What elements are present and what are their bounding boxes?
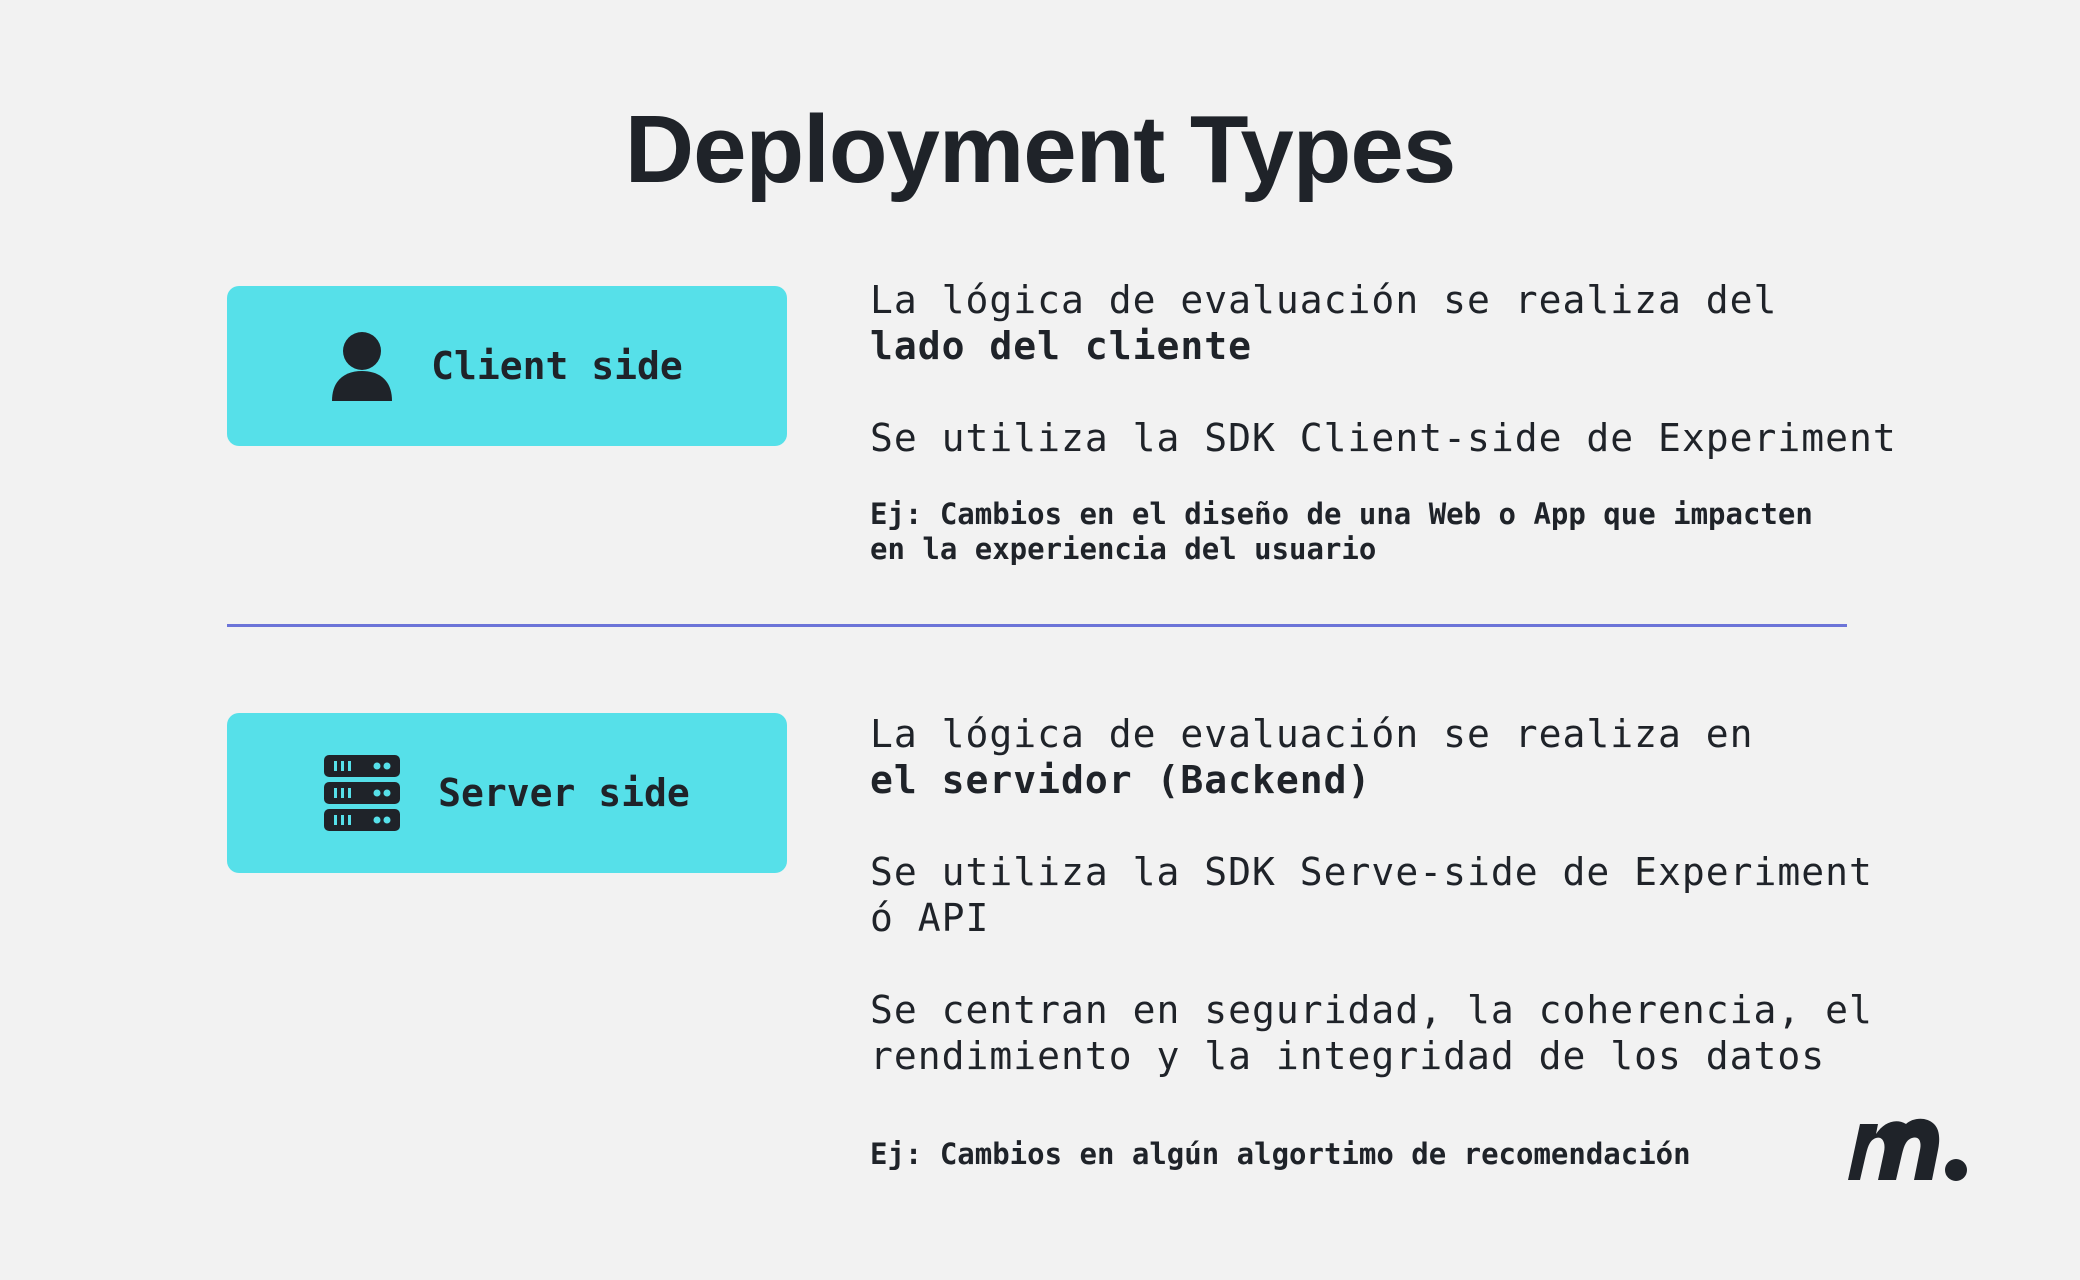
server-icon [324, 755, 401, 831]
client-side-label: Client side [431, 344, 683, 388]
server-logic-emphasis: el servidor (Backend) [870, 758, 1372, 802]
server-side-badge: Server side [227, 713, 787, 873]
client-side-description: La lógica de evaluación se realiza del l… [870, 277, 1970, 567]
client-sdk-line: Se utiliza la SDK Client-side de Experim… [870, 416, 1897, 460]
server-side-description: La lógica de evaluación se realiza en el… [870, 711, 1970, 1172]
section-divider [227, 624, 1847, 627]
client-logic-line: La lógica de evaluación se realiza del [870, 278, 1778, 322]
server-example-line: Ej: Cambios en algún algortimo de recome… [870, 1137, 1691, 1171]
client-logic-emphasis: lado del cliente [870, 324, 1253, 368]
user-icon [331, 331, 393, 401]
server-sdk-line1: Se utiliza la SDK Serve-side de Experime… [870, 850, 1873, 894]
client-side-badge: Client side [227, 286, 787, 446]
server-focus-line1: Se centran en seguridad, la coherencia, … [870, 988, 1873, 1032]
server-side-label: Server side [438, 771, 690, 815]
server-focus-line2: rendimiento y la integridad de los datos [870, 1034, 1826, 1078]
client-example-line1: Ej: Cambios en el diseño de una Web o Ap… [870, 497, 1813, 531]
server-sdk-line2: ó API [870, 896, 990, 940]
brand-logo-icon [1848, 1110, 1968, 1186]
server-logic-line: La lógica de evaluación se realiza en [870, 712, 1754, 756]
page-title: Deployment Types [624, 96, 1456, 203]
client-example-line2: en la experiencia del usuario [870, 532, 1377, 566]
